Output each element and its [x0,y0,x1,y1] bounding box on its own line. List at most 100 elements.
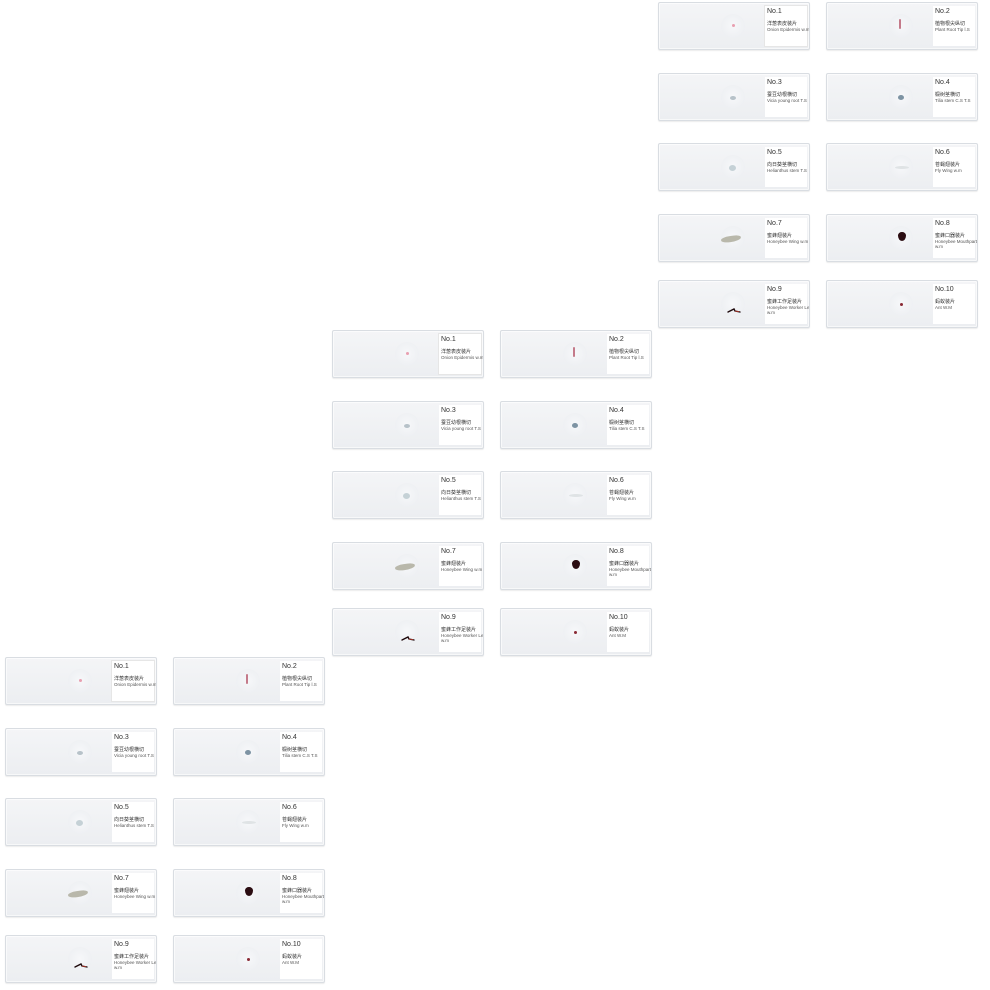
slide-number: No.1 [767,8,782,15]
slide-name-en: Tilia stem C.S T.S [609,426,645,431]
slide-number: No.7 [114,875,129,882]
specimen-pale-disc-icon [403,493,410,499]
slide-name-cn: 植物根尖纵切 [282,676,313,682]
slide-name-cn: 椴树茎横切 [282,747,308,753]
slide-number: No.4 [609,407,624,414]
leg-shape-icon [727,308,741,313]
slide-name-en: Vicia young root T.S [441,426,481,431]
slide-name-en: Honeybee Worker Leg w.m [114,960,157,970]
specimen-fly-wing-icon [569,494,583,497]
slide-number: No.7 [767,220,782,227]
slide-name-cn: 蚕豆幼根横切 [441,420,472,426]
slide-name-cn: 苍蝇翅装片 [935,162,961,168]
slide-name-cn: 苍蝇翅装片 [282,817,308,823]
slide-name-cn: 蜜蜂工作足装片 [767,299,803,305]
slide-number: No.3 [767,79,782,86]
slide-number: No.1 [441,336,456,343]
slide-name-en: Honeybee Wing w.m [767,239,809,244]
specimen-root-tip-icon [246,674,248,684]
specimen-root-tip-icon [573,347,575,357]
cover-slip [563,342,587,366]
slide-name-cn: 蜜蜂翅装片 [114,888,140,894]
slide-name-en: Ant W.M [609,633,627,638]
slide-name-cn: 洋葱表皮装片 [114,676,145,682]
specimen-grey-dot-icon [730,96,736,100]
slide-number: No.9 [767,286,782,293]
slide-name-en: Honeybee Worker Leg w.m [441,633,484,643]
slide-name-cn: 蜜蜂口器装片 [609,561,640,567]
slide-name-en: Ant W.M [935,305,953,310]
slide-name-en: Onion Epidermis w.m [441,355,484,360]
slide-name-en: Helianthus stem T.S [114,823,154,828]
specimen-pale-disc-icon [729,165,736,171]
specimen-pink-dot-icon [732,24,735,27]
slide-name-cn: 椴树茎横切 [609,420,635,426]
slide-number: No.1 [114,663,129,670]
slide-number: No.8 [935,220,950,227]
slide-name-en: Plant Root Tip l.S [609,355,644,360]
slide-number: No.10 [935,286,954,293]
slide-name-cn: 蚕豆幼根横切 [767,92,798,98]
slide-number: No.6 [282,804,297,811]
specimen-ant-icon [247,958,250,961]
slide-number: No.9 [114,941,129,948]
slide-name-cn: 椴树茎横切 [935,92,961,98]
slide-name-en: Fly Wing w.m [609,496,636,501]
slide-number: No.10 [609,614,628,621]
specimen-fly-wing-icon [895,166,909,169]
slide-number: No.3 [114,734,129,741]
slide-name-cn: 洋葱表皮装片 [767,21,798,27]
leg-shape-icon [74,963,88,968]
specimen-blue-dot-icon [898,95,904,100]
specimen-mouthparts-icon [572,560,580,569]
specimen-blue-dot-icon [245,750,251,755]
slide-name-en: Honeybee Mouthparts w.m [282,894,325,904]
slide-name-cn: 植物根尖纵切 [935,21,966,27]
slide-name-en: Helianthus stem T.S [767,168,807,173]
specimen-pink-dot-icon [79,679,82,682]
slide-name-cn: 蜜蜂工作足装片 [441,627,477,633]
slide-name-cn: 蜜蜂工作足装片 [114,954,150,960]
slide-name-cn: 植物根尖纵切 [609,349,640,355]
slide-number: No.10 [282,941,301,948]
slide-name-en: Honeybee Mouthparts w.m [609,567,652,577]
slide-number: No.6 [935,149,950,156]
slide-number: No.4 [282,734,297,741]
slide-name-cn: 苍蝇翅装片 [609,490,635,496]
